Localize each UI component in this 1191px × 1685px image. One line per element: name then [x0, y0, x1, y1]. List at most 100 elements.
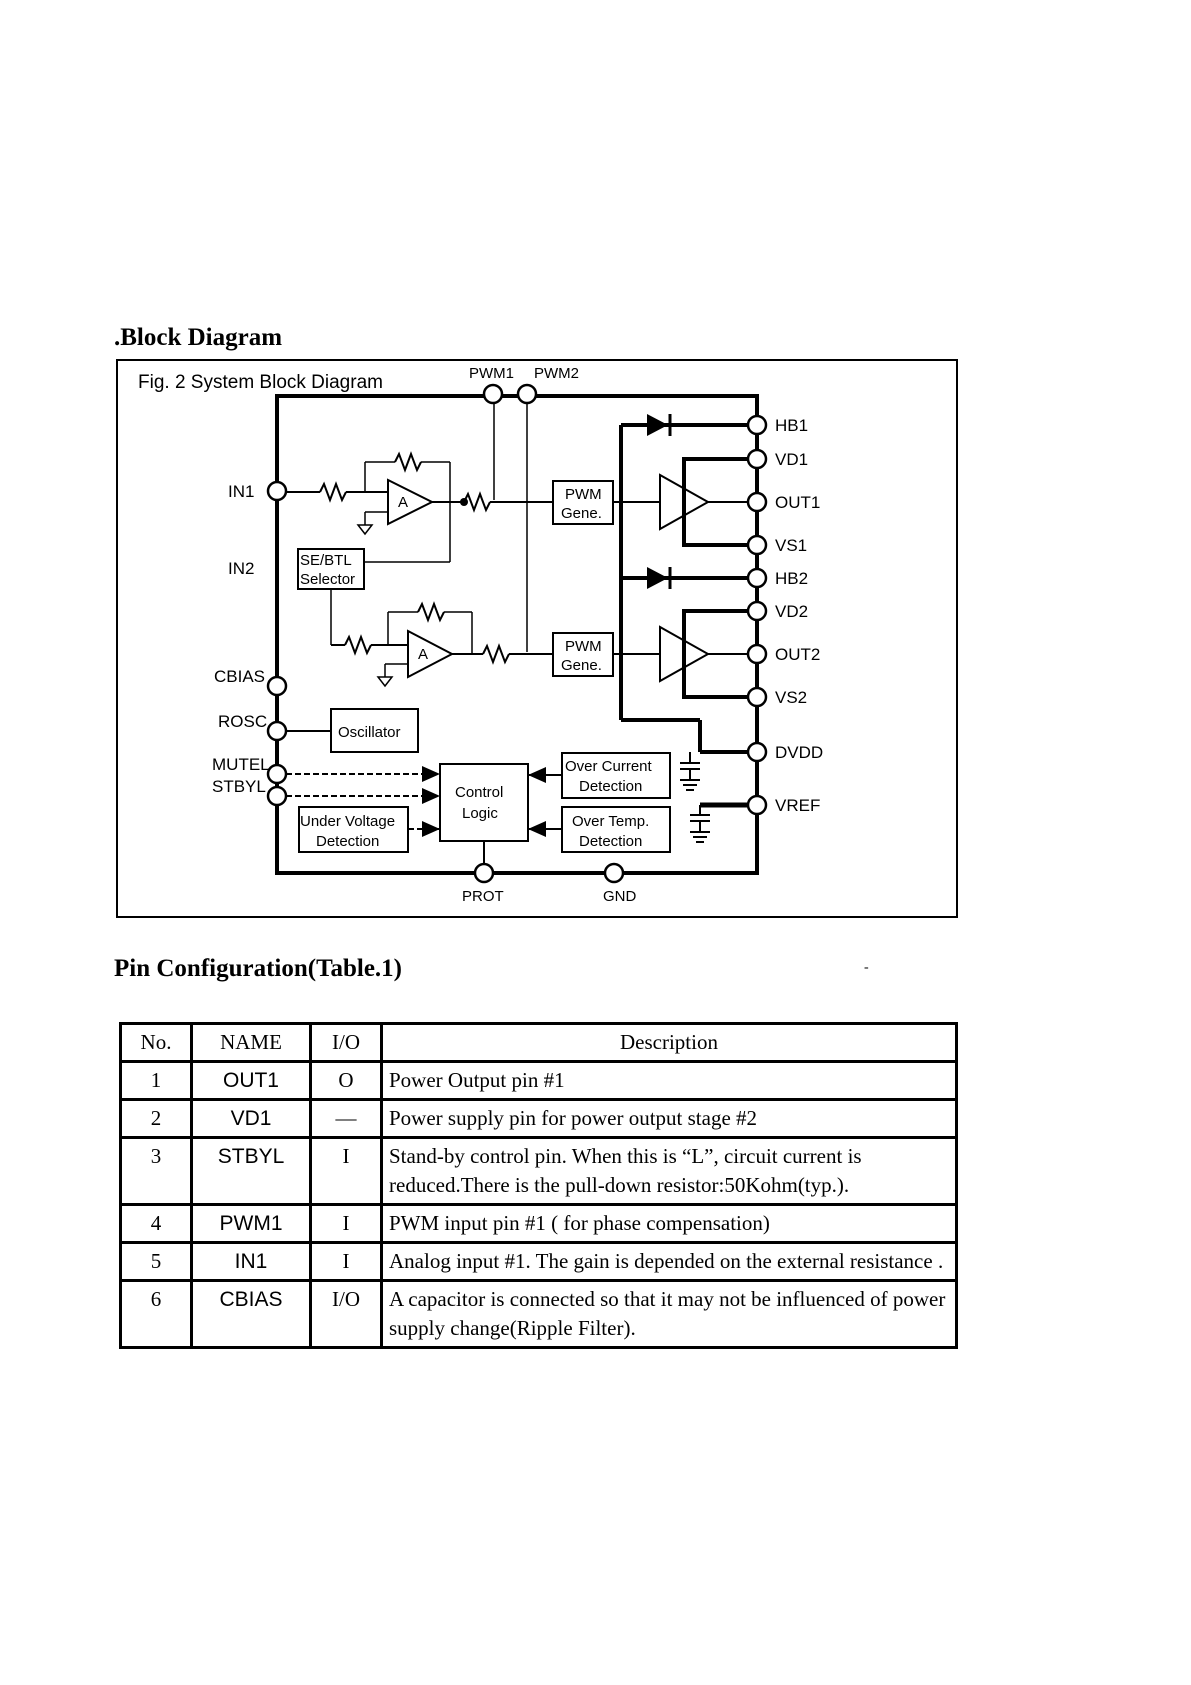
- cell-no: 1: [119, 1060, 193, 1101]
- pin-label-vd1: VD1: [775, 450, 808, 469]
- cell-no: 4: [119, 1203, 193, 1244]
- pin-label-in1: IN1: [228, 482, 254, 501]
- pin-pwm1: [482, 383, 504, 405]
- right-pins: [746, 414, 768, 816]
- resistor-out1: [463, 491, 491, 513]
- under-voltage-detection-block: [298, 806, 409, 853]
- pin-vs1: [746, 534, 768, 556]
- pin-label-rosc: ROSC: [218, 712, 267, 731]
- svg-text:A: A: [398, 494, 408, 511]
- over-temp-detection-block: [561, 806, 671, 853]
- cell-io: O: [309, 1060, 383, 1101]
- svg-text:PWM: PWM: [565, 638, 602, 655]
- over-current-detection-block: [561, 752, 671, 799]
- pin-configuration-title: Pin Configuration(Table.1): [114, 955, 403, 982]
- pin-label-dvdd: DVDD: [775, 743, 823, 762]
- pin-label-mutel: MUTEL: [212, 755, 270, 774]
- table-row: 4 PWM1 I PWM input pin #1 ( for phase co…: [119, 1203, 958, 1244]
- cell-no: 2: [119, 1098, 193, 1139]
- pin-pwm2: [516, 383, 538, 405]
- pwm-gene-1-block: [552, 480, 614, 525]
- pin-label-hb2: HB2: [775, 569, 808, 588]
- header-name: NAME: [190, 1022, 312, 1063]
- svg-text:A: A: [418, 646, 428, 663]
- capacitor-dvdd: [680, 752, 700, 791]
- pin-label-gnd: GND: [603, 888, 637, 905]
- resistor-in1: [319, 481, 347, 503]
- pin-out2: [746, 643, 768, 665]
- cell-io: I: [309, 1136, 383, 1206]
- cell-description: Analog input #1. The gain is depended on…: [380, 1241, 958, 1282]
- header-no: No.: [119, 1022, 193, 1063]
- cell-description: Stand-by control pin. When this is “L”, …: [380, 1136, 958, 1206]
- pin-label-vd2: VD2: [775, 602, 808, 621]
- table-row: 3 STBYL I Stand-by control pin. When thi…: [119, 1136, 958, 1206]
- pin-label-pwm2: PWM2: [534, 365, 579, 382]
- svg-text:Oscillator: Oscillator: [338, 724, 401, 741]
- pin-vd2: [746, 600, 768, 622]
- figure-title: Fig. 2 System Block Diagram: [138, 372, 383, 393]
- pin-cbias: [266, 675, 288, 697]
- capacitor-vref: [690, 805, 710, 843]
- pin-label-vs1: VS1: [775, 536, 807, 555]
- svg-text:Detection: Detection: [579, 833, 642, 850]
- pin-prot: [473, 862, 495, 884]
- pin-rosc: [266, 720, 288, 742]
- pin-label-prot: PROT: [462, 888, 504, 905]
- header-io: I/O: [309, 1022, 383, 1063]
- svg-text:Gene.: Gene.: [561, 505, 602, 522]
- header-description: Description: [380, 1022, 958, 1063]
- pin-vref: [746, 794, 768, 816]
- resistor-out2: [482, 643, 510, 665]
- table-row: 6 CBIAS I/O A capacitor is connected so …: [119, 1279, 958, 1349]
- cell-name: PWM1: [190, 1203, 312, 1244]
- svg-text:Selector: Selector: [300, 571, 355, 588]
- pin-mutel: [266, 763, 288, 785]
- resistor-in2: [344, 634, 372, 656]
- svg-text:Detection: Detection: [316, 833, 379, 850]
- chip-outline: [275, 394, 759, 875]
- table-header-row: No. NAME I/O Description: [119, 1022, 958, 1063]
- pin-configuration-table: No. NAME I/O Description 1 OUT1 O Power …: [119, 1022, 958, 1349]
- cell-name: OUT1: [190, 1060, 312, 1101]
- table-row: 1 OUT1 O Power Output pin #1: [119, 1060, 958, 1101]
- svg-text:Logic: Logic: [462, 805, 498, 822]
- cell-no: 3: [119, 1136, 193, 1206]
- pin-hb2: [746, 567, 768, 589]
- pin-gnd: [603, 862, 625, 884]
- cell-description: Power supply pin for power output stage …: [380, 1098, 958, 1139]
- pin-label-out2: OUT2: [775, 645, 820, 664]
- cell-io: I/O: [309, 1279, 383, 1349]
- cell-description: PWM input pin #1 ( for phase compensatio…: [380, 1203, 958, 1244]
- amp-2: [407, 629, 455, 679]
- system-block-diagram: Fig. 2 System Block Diagram PWM1 PWM2 IN…: [116, 359, 958, 918]
- control-logic-block: [439, 763, 529, 842]
- cell-name: IN1: [190, 1241, 312, 1282]
- cell-no: 6: [119, 1279, 193, 1349]
- diode-hb1: [647, 414, 668, 436]
- diode-hb2: [647, 567, 668, 589]
- svg-text:Detection: Detection: [579, 778, 642, 795]
- pin-out1: [746, 491, 768, 513]
- svg-text:Gene.: Gene.: [561, 657, 602, 674]
- resistor-fb1: [394, 451, 422, 473]
- cell-io: —: [309, 1098, 383, 1139]
- diagram-frame: [116, 359, 958, 918]
- table-row: 5 IN1 I Analog input #1. The gain is dep…: [119, 1241, 958, 1282]
- pin-label-vs2: VS2: [775, 688, 807, 707]
- pin-label-stbyl: STBYL: [212, 777, 266, 796]
- oscillator-block: [330, 708, 419, 753]
- amp-1: [387, 478, 435, 526]
- pin-label-cbias: CBIAS: [214, 667, 265, 686]
- cell-io: I: [309, 1203, 383, 1244]
- svg-text:PWM: PWM: [565, 486, 602, 503]
- block-diagram-title: .Block Diagram: [114, 324, 283, 351]
- pin-in1: [266, 480, 288, 502]
- left-pins: [266, 480, 288, 807]
- page-marker: -: [864, 960, 869, 975]
- pin-label-hb1: HB1: [775, 416, 808, 435]
- cell-name: VD1: [190, 1098, 312, 1139]
- svg-text:Control: Control: [455, 784, 503, 801]
- pin-stbyl: [266, 785, 288, 807]
- svg-text:Under Voltage: Under Voltage: [300, 813, 395, 830]
